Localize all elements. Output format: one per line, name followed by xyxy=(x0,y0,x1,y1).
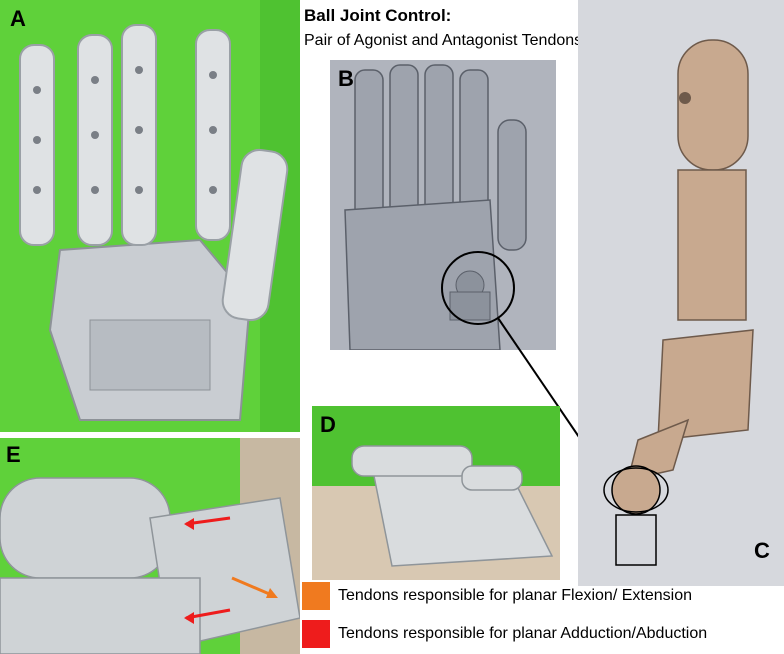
panel-d-hand-side-photo: D xyxy=(312,406,560,580)
figure-subtitle: Pair of Agonist and Antagonist Tendons xyxy=(304,32,583,49)
panel-label-e: E xyxy=(6,442,21,467)
legend-item-adduction: Tendons responsible for planar Adduction… xyxy=(302,620,707,648)
legend-label-adduction: Tendons responsible for planar Adduction… xyxy=(338,625,708,642)
finger-cad-illustration xyxy=(578,0,784,586)
legend-swatch-orange xyxy=(302,582,330,610)
cad-hand-illustration xyxy=(330,60,556,350)
panel-label-c: C xyxy=(754,538,770,563)
panel-e-tendon-closeup: E xyxy=(0,438,300,654)
panel-c-finger-cad: C xyxy=(578,0,784,586)
panel-b-cad-hand: B xyxy=(330,60,556,350)
legend-label-flexion: Tendons responsible for planar Flexion/ … xyxy=(338,587,692,604)
legend-swatch-red xyxy=(302,620,330,648)
panel-label-a: A xyxy=(10,6,26,31)
panel-label-b: B xyxy=(338,66,354,91)
figure-title: Ball Joint Control: xyxy=(304,6,452,25)
hand-side-illustration xyxy=(312,406,560,580)
tendon-closeup-illustration xyxy=(0,438,300,654)
hand-photo-illustration xyxy=(0,0,300,432)
panel-label-d: D xyxy=(320,412,336,437)
panel-a-hand-photo: A xyxy=(0,0,300,432)
legend-item-flexion: Tendons responsible for planar Flexion/ … xyxy=(302,582,692,610)
